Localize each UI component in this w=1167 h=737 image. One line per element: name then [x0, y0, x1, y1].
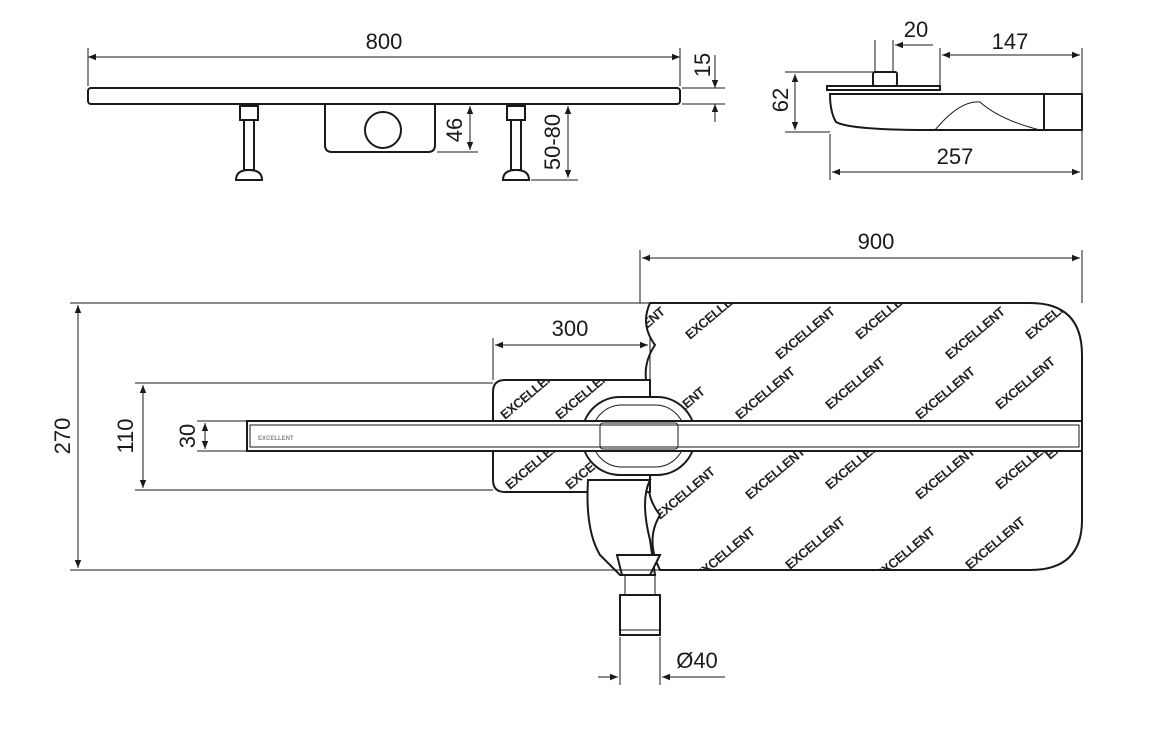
dim-inner-width: 300 [552, 316, 589, 341]
dim-height: 62 [768, 88, 793, 112]
dim-grate-width: 20 [904, 17, 928, 42]
outlet-circle [364, 111, 402, 149]
dim-body-height: 46 [442, 118, 467, 142]
outlet-body [828, 93, 1045, 131]
left-foot [234, 105, 264, 181]
dim-outlet-diameter: Ø40 [676, 648, 718, 673]
right-foot [501, 105, 531, 181]
dim-membrane-height: 270 [50, 418, 75, 455]
dim-plate-thickness: 15 [690, 53, 715, 77]
outlet-pipe [619, 594, 661, 636]
dim-channel-width: 30 [175, 424, 200, 448]
drain-plate [87, 87, 681, 105]
dim-outlet-projection: 147 [992, 29, 1029, 54]
plan-view: EXCELLENT EXCELLENT EXCELLENT EXCELLENT … [50, 229, 1083, 685]
channel-logo: EXCELLENT [258, 436, 294, 442]
grate [872, 71, 898, 87]
dim-foot-adjust: 50-80 [540, 114, 565, 170]
dim-membrane-width: 900 [858, 229, 895, 254]
side-view: 800 15 46 50-80 [87, 29, 725, 181]
outlet-pipe [1043, 93, 1083, 131]
dim-inner-height: 110 [113, 418, 138, 453]
end-view: 20 147 62 257 [768, 17, 1083, 180]
dim-total-length: 257 [937, 144, 974, 169]
dim-length: 800 [366, 29, 403, 54]
drain-channel [246, 420, 1083, 452]
